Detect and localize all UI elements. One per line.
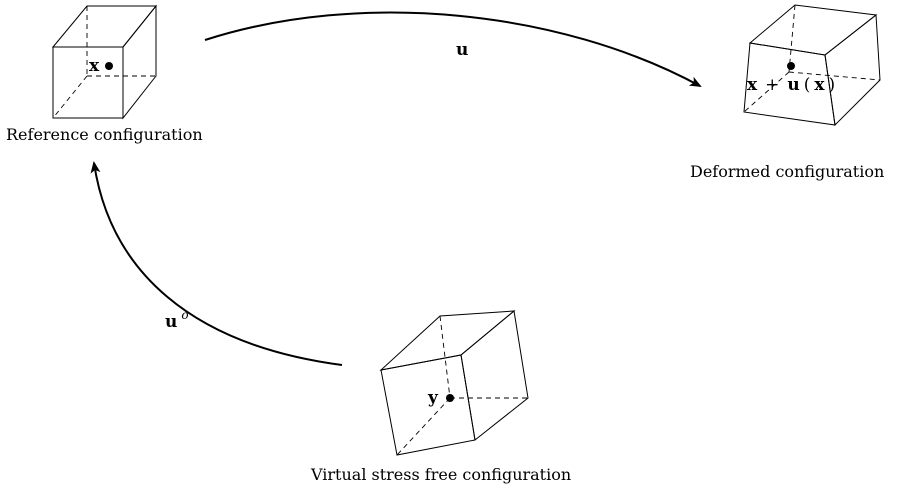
reference-cube: x: [51, 4, 158, 120]
map-u0-label-superscript: o: [181, 308, 188, 322]
map-u-label: u: [456, 40, 468, 60]
reference-cube-top-face: [51, 5, 158, 48]
virtual-point: [446, 394, 454, 402]
virtual-cube-top-face: [379, 310, 516, 371]
deformed-label-u: u: [787, 75, 799, 95]
deformed-label-x: x: [747, 75, 758, 95]
deformed-label-open-paren: (: [804, 75, 811, 95]
reference-point: [105, 62, 113, 70]
virtual-caption: Virtual stress free configuration: [310, 465, 571, 484]
deformed-caption: Deformed configuration: [690, 162, 884, 181]
map-u0-label-base: u: [165, 312, 177, 332]
map-u0-arrow: [90, 161, 343, 366]
deformed-label-close-paren: ): [829, 75, 836, 95]
deformed-label-arg: x: [814, 75, 825, 95]
deformed-label-plus: +: [765, 75, 779, 95]
deformed-cube: x + u ( x ): [743, 4, 881, 127]
reference-cube-front-face: [52, 46, 124, 119]
deformed-cube-hidden-edge: [788, 71, 881, 81]
deformed-cube-hidden-edge: [788, 4, 796, 73]
deformed-point: [787, 62, 795, 70]
deformed-cube-hidden-edge: [743, 71, 790, 113]
map-u0-label: u o: [165, 308, 189, 332]
virtual-cube-hidden-edge: [396, 397, 451, 456]
virtual-cube-side-face: [460, 310, 529, 441]
reference-caption: Reference configuration: [6, 125, 203, 144]
virtual-cube: y: [379, 310, 529, 456]
map-u-arrow: [204, 11, 702, 87]
reference-cube-side-face: [122, 4, 157, 120]
virtual-cube-hidden-edge: [439, 315, 451, 399]
deformed-point-label: x + u ( x ): [747, 75, 835, 95]
deformed-cube-side-face: [824, 14, 881, 127]
virtual-point-label: y: [427, 388, 439, 408]
reference-cube-hidden-edge: [52, 75, 88, 119]
reference-point-label: x: [89, 56, 100, 76]
